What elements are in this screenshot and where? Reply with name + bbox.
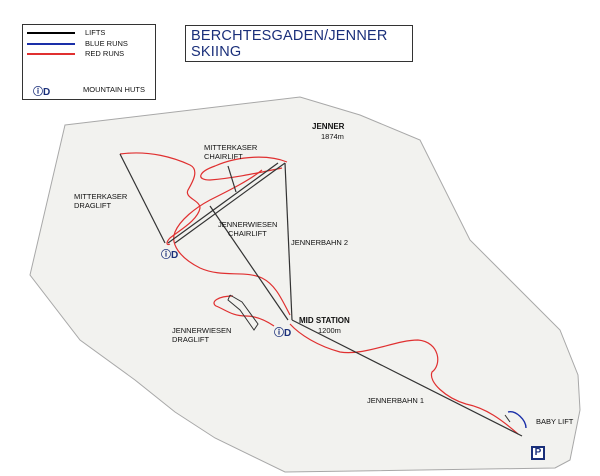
lifts (119, 153, 523, 437)
red-run-swatch (27, 53, 75, 55)
mitterkaser-draglift[interactable] (119, 153, 166, 244)
jennerwiesen-chairlift-label: CHAIRLIFT (228, 229, 267, 238)
mountain-hut-icon: ⓘD (33, 87, 51, 98)
jennerwiesen-draglift-label: JENNERWIESEN (172, 326, 231, 335)
title-line-2: SKIING (191, 44, 242, 60)
baby-lift-bottom (504, 414, 511, 423)
jennerwiesen-draglift-label: DRAGLIFT (172, 335, 210, 344)
mitterkaser-draglift-label: MITTERKASER (74, 192, 128, 201)
map-title: BERCHTESGADEN/JENNER SKIING (185, 25, 413, 62)
mid-station-elevation: 1200m (318, 326, 341, 335)
red-run-upper-loop (200, 156, 288, 181)
baby-lift-label: BABY LIFT (536, 417, 574, 426)
baby-lift[interactable] (507, 411, 527, 429)
mitterkaser-draglift-label: DRAGLIFT (74, 201, 112, 210)
jennerbahn1[interactable] (291, 319, 523, 437)
summit-name: JENNER (312, 122, 345, 131)
legend-huts-label: MOUNTAIN HUTS (83, 85, 145, 94)
jennerwiesen-chairlift-label: JENNERWIESEN (218, 220, 277, 229)
legend-blue-runs-label: BLUE RUNS (85, 39, 128, 48)
red-run-lower (289, 323, 519, 435)
legend: LIFTS BLUE RUNS RED RUNS ⓘD MOUNTAIN HUT… (22, 24, 156, 100)
blue-run-swatch (27, 43, 75, 45)
red-run-mid-loop (213, 295, 275, 327)
lift-line-swatch (27, 32, 75, 34)
legend-red-runs-label: RED RUNS (85, 49, 125, 58)
red-run-jennerwiesen (173, 169, 291, 316)
red-runs (119, 152, 519, 435)
mid-station-name: MID STATION (299, 316, 350, 325)
mitterkaser-chairlift-b[interactable] (174, 162, 286, 244)
jennerwiesen-draglift[interactable] (227, 294, 259, 331)
jennerwiesen-chairlift[interactable] (209, 205, 289, 321)
mitterkaser-chairlift-label: MITTERKASER (204, 143, 258, 152)
red-run-mitterkaser (119, 152, 201, 246)
mitterkaser-chairlift-a[interactable] (167, 162, 279, 244)
jennerbahn2-label: JENNERBAHN 2 (291, 238, 348, 247)
terrain-area (29, 96, 581, 473)
mountain-hut-icon[interactable]: ⓘD (274, 326, 291, 339)
mountain-hut-icon[interactable]: ⓘD (161, 248, 178, 261)
summit-elevation: 1874m (321, 132, 344, 141)
title-line-1: BERCHTESGADEN/JENNER (191, 28, 388, 44)
jennerbahn1-label: JENNERBAHN 1 (367, 396, 424, 405)
jennerbahn2[interactable] (284, 162, 293, 321)
legend-lifts-label: LIFTS (85, 28, 106, 37)
mitterkaser-chairlift-cable[interactable] (227, 165, 237, 193)
mitterkaser-chairlift-label: CHAIRLIFT (204, 152, 243, 161)
parking-icon[interactable]: P (531, 446, 545, 460)
